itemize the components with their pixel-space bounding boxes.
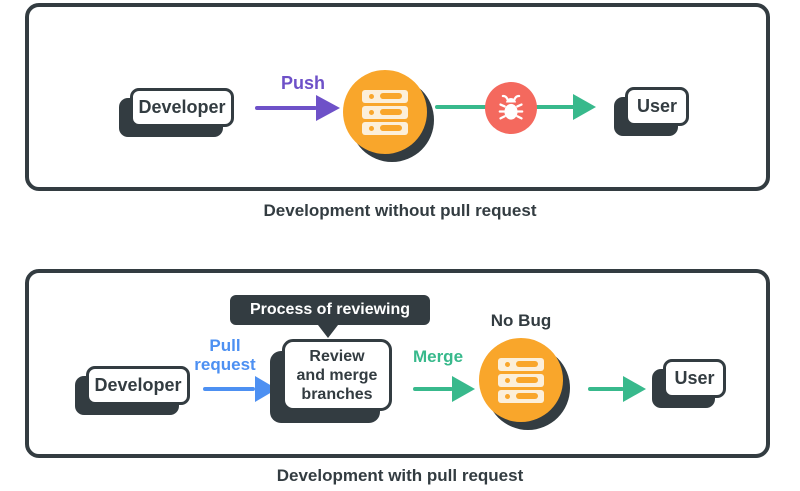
developer-card-top: Developer: [119, 88, 234, 137]
push-label: Push: [280, 73, 325, 93]
server-stack-icon: [498, 356, 544, 404]
bug-badge: [485, 82, 537, 134]
server-node-top: [343, 70, 434, 162]
bug-icon: [498, 94, 524, 120]
review-line-2: and merge: [296, 366, 378, 384]
bottom-caption: Development with pull request: [276, 466, 524, 485]
review-tooltip-text: Process of reviewing: [249, 301, 411, 318]
review-label: Review and merge branches: [282, 339, 392, 411]
pull-request-label: Pull request: [194, 336, 256, 374]
user-card-bottom: User: [652, 359, 726, 408]
deploy-arrow-head: [573, 94, 596, 120]
server-badge: [343, 70, 427, 154]
review-line-1: Review: [309, 347, 365, 365]
merge-arrow-head: [452, 376, 475, 402]
push-arrow-head: [316, 95, 340, 121]
review-line-3: branches: [301, 385, 373, 403]
developer-card-bottom: Developer: [75, 366, 190, 415]
developer-label: Developer: [130, 88, 234, 127]
top-caption: Development without pull request: [263, 201, 537, 220]
no-bug-label: No Bug: [490, 311, 552, 330]
release-arrow-line: [588, 387, 624, 391]
user-card-top: User: [614, 87, 689, 136]
tooltip-caret-icon: [318, 325, 338, 338]
review-tooltip: Process of reviewing: [230, 295, 430, 338]
review-card: Review and merge branches: [270, 339, 392, 423]
user-label: User: [625, 87, 689, 126]
developer-label: Developer: [86, 366, 190, 405]
user-label: User: [663, 359, 726, 398]
merge-arrow-line: [413, 387, 453, 391]
server-node-bottom: [479, 338, 570, 430]
pull-request-arrow-line: [203, 387, 255, 391]
release-arrow-head: [623, 376, 646, 402]
server-stack-icon: [362, 88, 408, 136]
merge-label: Merge: [412, 347, 464, 366]
server-badge: [479, 338, 563, 422]
push-arrow-line: [255, 106, 317, 110]
